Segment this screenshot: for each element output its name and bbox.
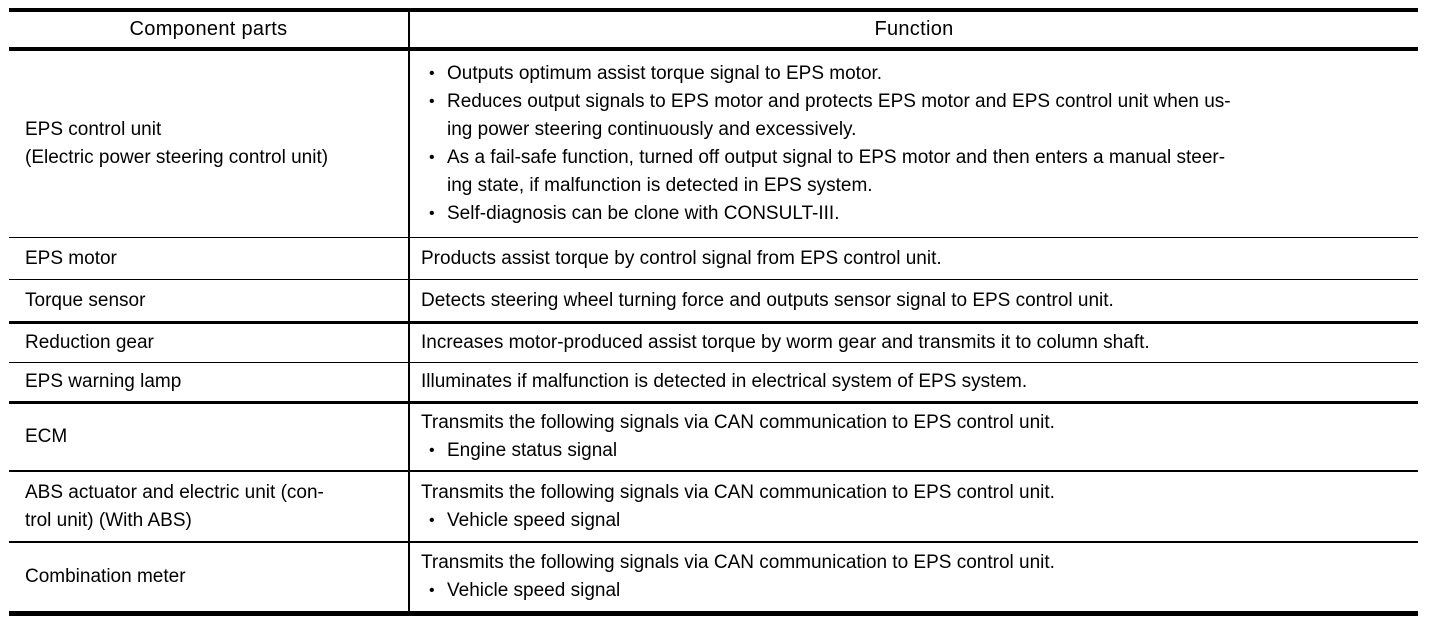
bullet-text: Self-diagnosis can be clone with CONSULT… bbox=[447, 203, 840, 224]
table-row: ECM Transmits the following signals via C… bbox=[9, 401, 1418, 470]
header-component-parts: Component parts bbox=[9, 12, 410, 47]
function-text: Products assist torque by control signal… bbox=[421, 247, 942, 269]
function-text: Detects steering wheel turning force and… bbox=[421, 289, 1114, 311]
function-cell: Detects steering wheel turning force and… bbox=[410, 280, 1418, 321]
function-cell: Products assist torque by control signal… bbox=[410, 238, 1418, 279]
function-cell: Increases motor-produced assist torque b… bbox=[410, 324, 1418, 362]
bullet-text: Engine status signal bbox=[447, 440, 618, 461]
table-row: ABS actuator and electric unit (con-trol… bbox=[9, 470, 1418, 541]
function-cell: Transmits the following signals via CAN … bbox=[410, 404, 1418, 470]
function-cell: Illuminates if malfunction is detected i… bbox=[410, 363, 1418, 401]
component-cell: Torque sensor bbox=[9, 280, 410, 321]
bullet-icon: • bbox=[429, 149, 435, 166]
bullet-icon: • bbox=[429, 205, 435, 222]
bullet-text: As a fail-safe function, turned off outp… bbox=[447, 147, 1226, 196]
table-row: Combination meter Transmits the following… bbox=[9, 541, 1418, 611]
component-name: ABS actuator and electric unit (con-trol… bbox=[25, 481, 324, 531]
bullet-text: Vehicle speed signal bbox=[447, 509, 621, 531]
function-bullet-item: • Engine status signal bbox=[421, 437, 1408, 465]
function-bullet-item: • Vehicle speed signal bbox=[421, 507, 1408, 535]
component-name: Reduction gear bbox=[25, 332, 154, 353]
component-cell: Combination meter bbox=[9, 543, 410, 611]
table-row: Reduction gear Increases motor-produced a… bbox=[9, 321, 1418, 362]
component-cell: Reduction gear bbox=[9, 324, 410, 362]
function-cell: • Outputs optimum assist torque signal to… bbox=[410, 51, 1418, 237]
component-name: EPS warning lamp bbox=[25, 371, 182, 392]
function-cell: Transmits the following signals via CAN … bbox=[410, 472, 1418, 541]
bullet-icon: • bbox=[429, 442, 435, 459]
function-bullet-item: • Outputs optimum assist torque signal to… bbox=[421, 60, 1408, 88]
function-bullet-item: • As a fail-safe function, turned off out… bbox=[421, 144, 1408, 200]
function-bullet-item: • Self-diagnosis can be clone with CONSUL… bbox=[421, 200, 1408, 228]
component-cell: EPS warning lamp bbox=[9, 363, 410, 401]
component-cell: ABS actuator and electric unit (con-trol… bbox=[9, 472, 410, 541]
function-text: Transmits the following signals via CAN … bbox=[421, 412, 1055, 433]
component-cell: EPS control unit(Electric power steering… bbox=[9, 51, 410, 237]
function-bullet-list: • Outputs optimum assist torque signal to… bbox=[421, 60, 1408, 228]
function-bullet-item: • Vehicle speed signal bbox=[421, 577, 1408, 605]
bullet-text: Vehicle speed signal bbox=[447, 580, 621, 601]
bullet-icon: • bbox=[429, 582, 435, 599]
function-text: Increases motor-produced assist torque b… bbox=[421, 332, 1150, 353]
bullet-text: Outputs optimum assist torque signal to … bbox=[447, 63, 883, 84]
function-text: Illuminates if malfunction is detected i… bbox=[421, 371, 1028, 392]
bullet-text: Reduces output signals to EPS motor and … bbox=[447, 91, 1231, 140]
table-row: EPS motor Products assist torque by contr… bbox=[9, 237, 1418, 279]
function-text: Transmits the following signals via CAN … bbox=[421, 481, 1055, 503]
table-header-row: Component parts Function bbox=[9, 12, 1418, 51]
function-bullet-item: • Reduces output signals to EPS motor and… bbox=[421, 88, 1408, 144]
component-name: ECM bbox=[25, 426, 68, 447]
function-bullet-list: • Engine status signal bbox=[421, 437, 1408, 465]
component-cell: EPS motor bbox=[9, 238, 410, 279]
component-function-table: Component parts Function EPS control uni… bbox=[9, 8, 1418, 616]
component-name: EPS control unit(Electric power steering… bbox=[25, 119, 329, 168]
function-cell: Transmits the following signals via CAN … bbox=[410, 543, 1418, 611]
table-body: EPS control unit(Electric power steering… bbox=[9, 51, 1418, 611]
table-row: EPS warning lamp Illuminates if malfuncti… bbox=[9, 362, 1418, 401]
component-name: Torque sensor bbox=[25, 289, 146, 311]
header-function: Function bbox=[874, 18, 954, 40]
component-name: Combination meter bbox=[25, 566, 186, 587]
component-name: EPS motor bbox=[25, 247, 117, 269]
table-row: EPS control unit(Electric power steering… bbox=[9, 51, 1418, 237]
function-text: Transmits the following signals via CAN … bbox=[421, 552, 1055, 573]
bullet-icon: • bbox=[429, 511, 435, 529]
function-bullet-list: • Vehicle speed signal bbox=[421, 577, 1408, 605]
bullet-icon: • bbox=[429, 93, 435, 110]
bullet-icon: • bbox=[429, 65, 435, 82]
table-row: Torque sensor Detects steering wheel turn… bbox=[9, 279, 1418, 321]
component-cell: ECM bbox=[9, 404, 410, 470]
function-bullet-list: • Vehicle speed signal bbox=[421, 507, 1408, 535]
